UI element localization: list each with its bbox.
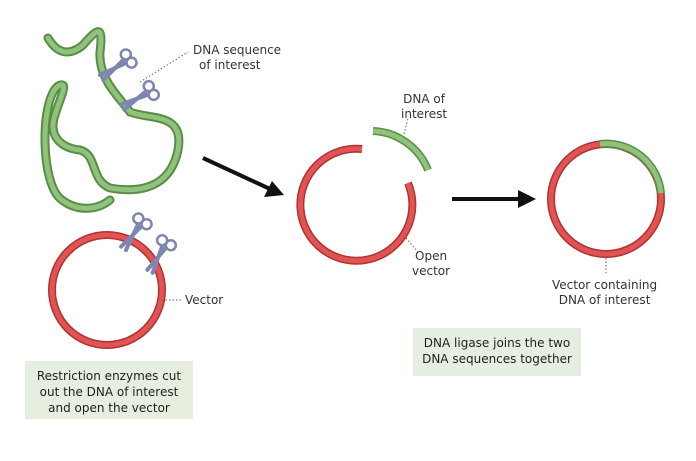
open-vector-arc-highlight xyxy=(297,146,415,264)
dna-strand xyxy=(40,27,184,213)
dna-sequence-leader xyxy=(139,51,189,83)
label-vector-containing-line2: DNA of interest xyxy=(558,293,651,307)
caption-dna-ligase: DNA ligase joins the two DNA sequences t… xyxy=(413,328,581,376)
label-open-vector-line1: Open xyxy=(415,249,448,263)
caption-ligase-line2: DNA sequences together xyxy=(422,352,572,366)
label-dna-of-interest-line1: DNA of xyxy=(403,92,445,106)
dna-fragment-highlight xyxy=(372,128,431,171)
caption-restriction-line1: Restriction enzymes cut xyxy=(36,369,182,383)
open-vector-leader xyxy=(405,237,419,253)
label-vector-containing: Vector containing DNA of interest xyxy=(552,278,657,308)
arrow-icon xyxy=(202,156,284,197)
scissors-icon xyxy=(119,212,153,253)
label-dna-sequence-line1: DNA sequence xyxy=(193,43,282,57)
label-open-vector: Open vector xyxy=(412,249,450,279)
caption-restriction-line3: and open the vector xyxy=(48,401,170,415)
label-dna-sequence: DNA sequence of interest xyxy=(193,43,281,73)
scissors-icon xyxy=(119,79,161,112)
label-dna-sequence-line2: of interest xyxy=(199,58,261,72)
label-open-vector-line2: vector xyxy=(412,264,451,278)
caption-ligase-line1: DNA ligase joins the two xyxy=(423,336,571,350)
arrow-icon xyxy=(452,190,536,208)
recombinant-dna-segment-highlight xyxy=(599,141,664,194)
vector-ring-highlight xyxy=(49,232,165,348)
scissors-icon xyxy=(97,48,138,82)
caption-restriction-line2: out the DNA of interest xyxy=(39,385,179,399)
scissors-icon xyxy=(145,233,178,275)
label-vector-containing-line1: Vector containing xyxy=(552,278,658,292)
label-dna-of-interest-line2: interest xyxy=(401,107,448,121)
dna-of-interest-leader xyxy=(403,117,409,135)
caption-restriction-enzymes: Restriction enzymes cut out the DNA of i… xyxy=(25,361,193,419)
label-vector: Vector xyxy=(185,293,224,307)
label-dna-of-interest: DNA of interest xyxy=(401,92,447,122)
